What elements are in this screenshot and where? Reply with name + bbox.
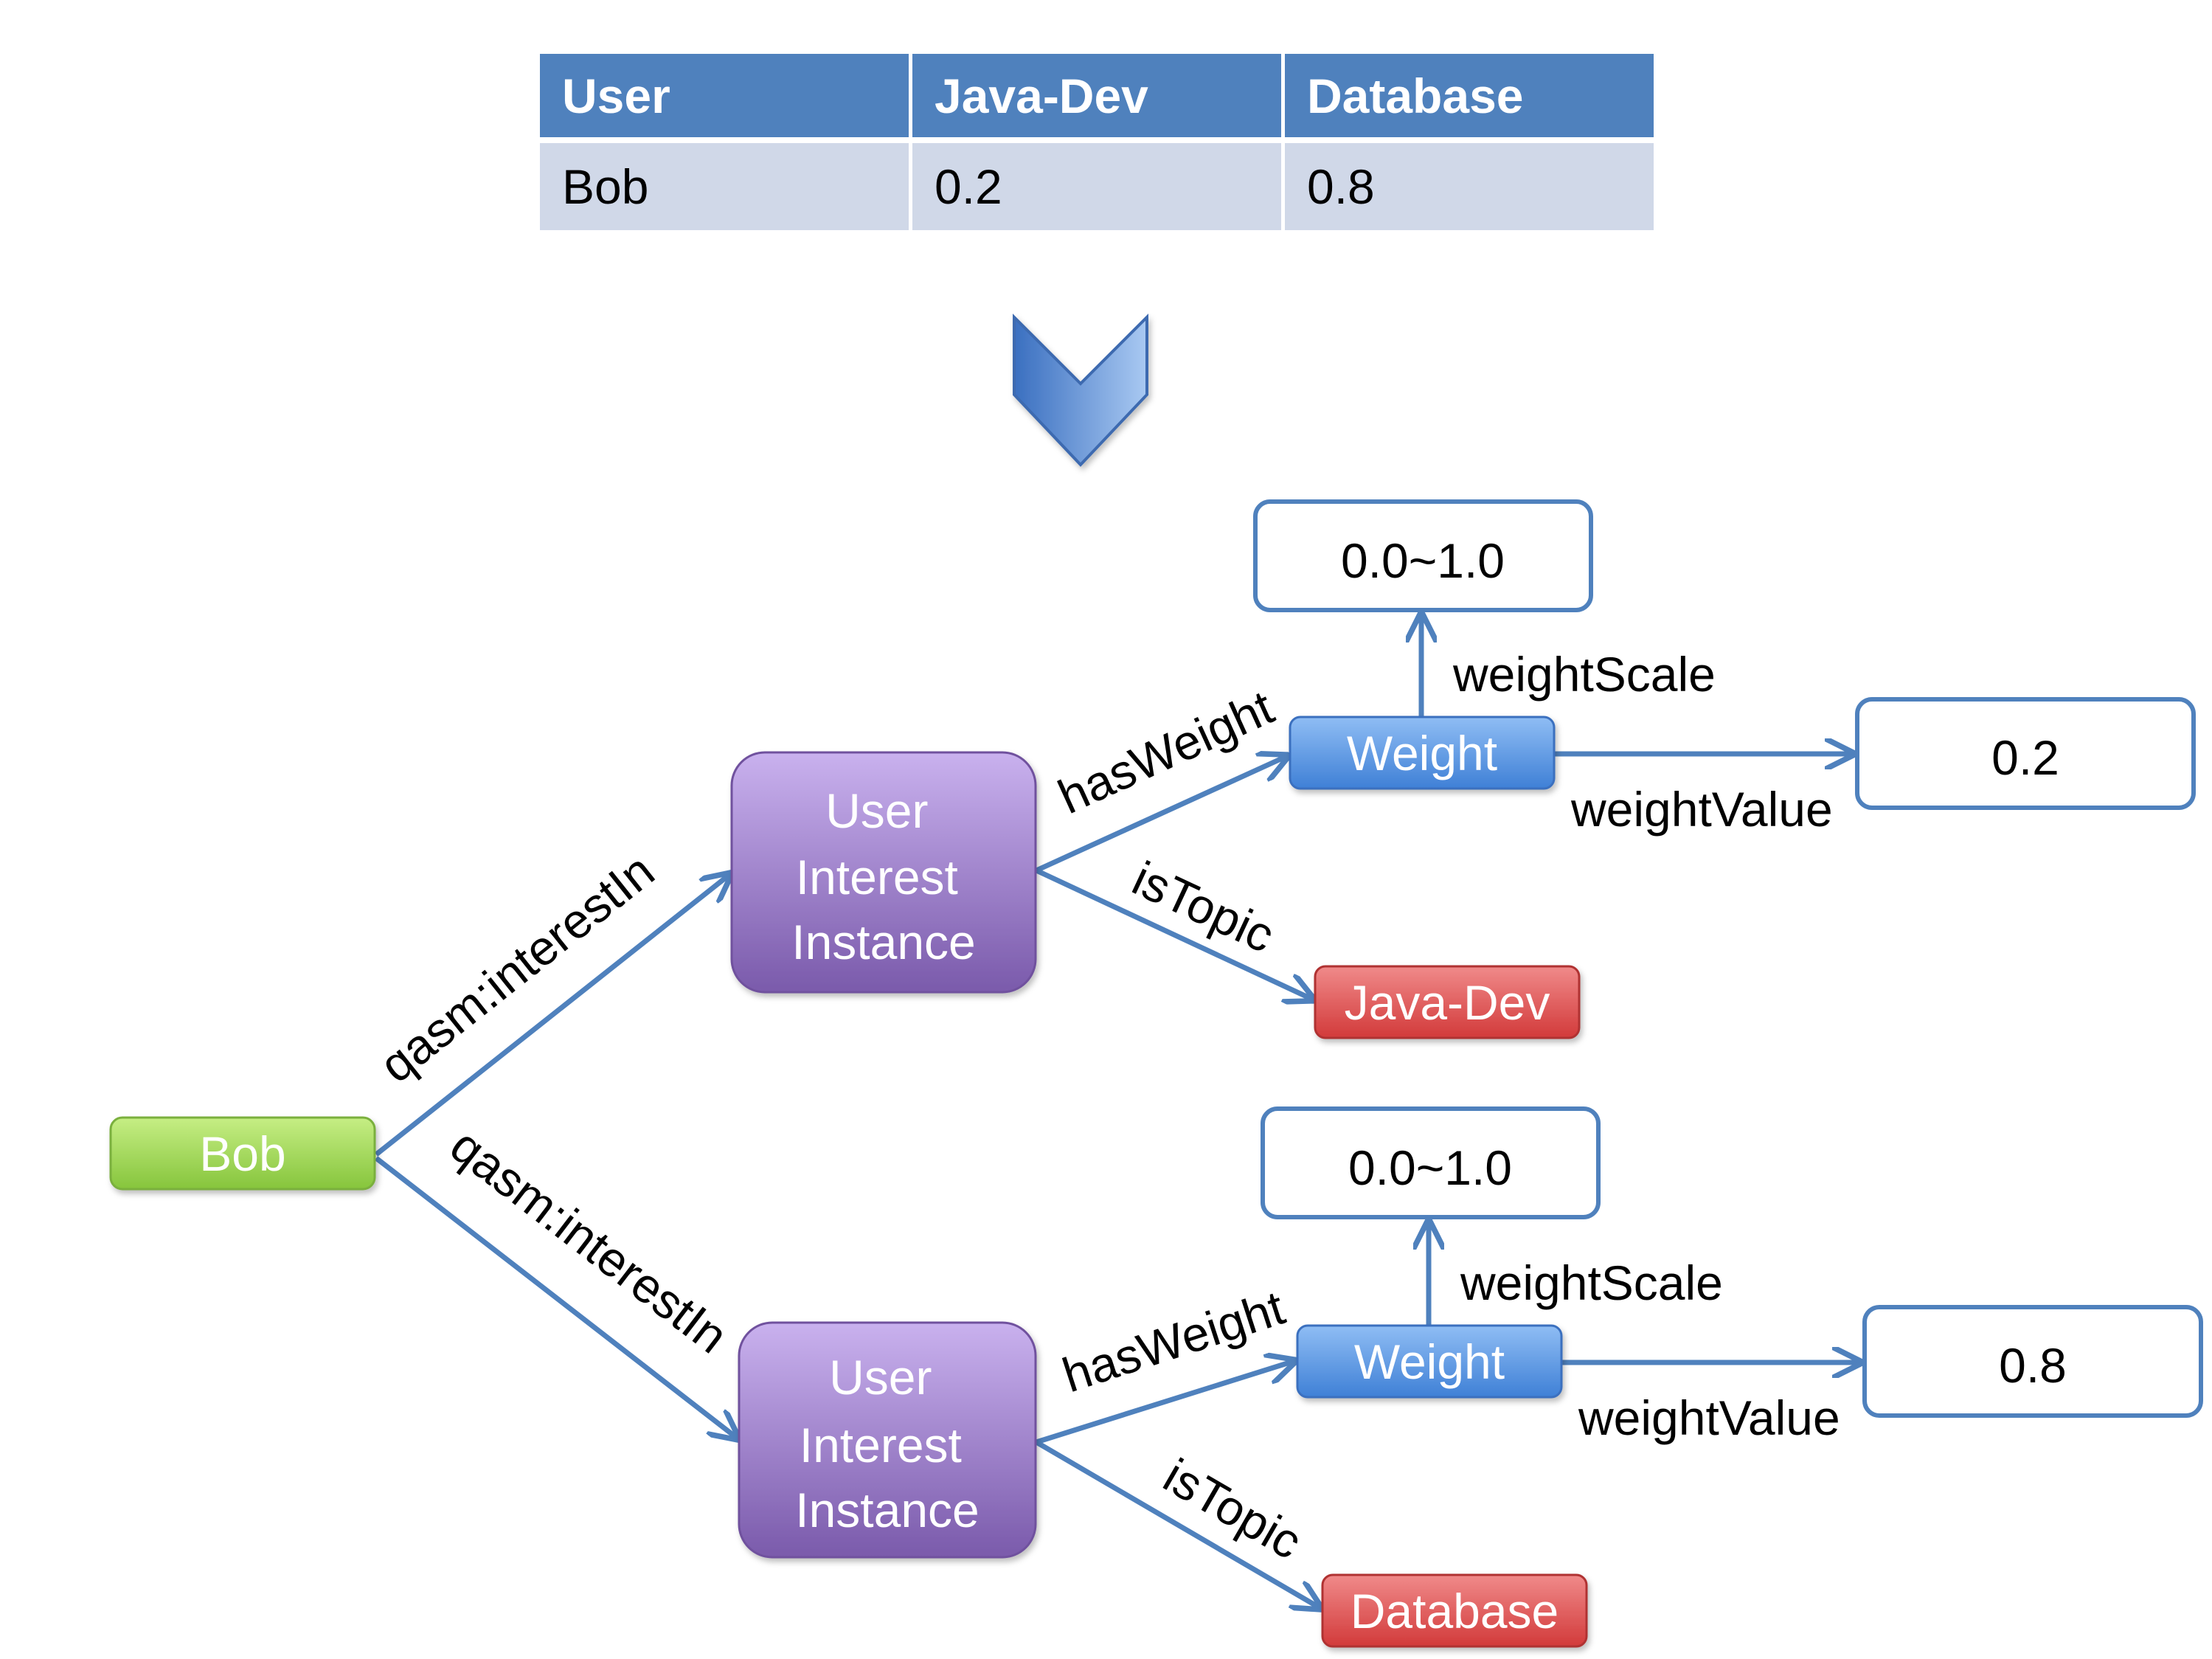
header-user: User xyxy=(540,54,909,143)
literal-scale-1: 0.0~1.0 xyxy=(1253,499,1593,612)
edge-is-topic-2 xyxy=(1035,1439,1320,1608)
weight-1-label: Weight xyxy=(1347,726,1497,780)
edge-interest-in-1 xyxy=(374,874,730,1157)
svg-text:User Interest Inst: User Interest Instance xyxy=(791,783,976,969)
table-row: Bob 0.2 0.8 xyxy=(540,143,1654,230)
edge-is-topic-1 xyxy=(1035,867,1313,1000)
instance-1-line-1: User xyxy=(825,783,928,838)
edge-has-weight-1 xyxy=(1035,756,1287,873)
node-weight-1: Weight xyxy=(1289,716,1556,790)
interest-table: User Java-Dev Database Bob 0.2 0.8 xyxy=(540,54,1654,230)
node-bob-label: Bob xyxy=(199,1126,285,1181)
instance-1-line-3: Instance xyxy=(791,915,976,969)
label-weight-scale-2: weightScale xyxy=(1460,1255,1723,1310)
instance-1-line-2: Interest xyxy=(796,850,958,904)
instance-2-line-1: User xyxy=(829,1350,932,1405)
literal-value-2: 0.8 xyxy=(1862,1305,2203,1418)
literal-value-1: 0.2 xyxy=(1855,697,2196,810)
label-has-weight-1: hasWeight xyxy=(1050,679,1281,824)
literal-scale-2: 0.0~1.0 xyxy=(1261,1106,1601,1219)
node-user-interest-instance-1: User Interest Instance xyxy=(730,751,1037,994)
table-header-row: User Java-Dev Database xyxy=(540,54,1654,143)
edges xyxy=(374,614,1860,1608)
label-has-weight-2: hasWeight xyxy=(1056,1280,1291,1402)
cell-database: 0.8 xyxy=(1281,143,1654,230)
edge-has-weight-2 xyxy=(1035,1361,1294,1445)
topic-1-label: Java-Dev xyxy=(1345,975,1550,1030)
label-weight-value-2: weightValue xyxy=(1578,1390,1840,1445)
label-interest-in-1: qasm:interestIn xyxy=(370,843,664,1093)
node-user-interest-instance-2: User Interest Instance xyxy=(738,1321,1037,1559)
weight-2-label: Weight xyxy=(1354,1334,1505,1389)
instance-2-line-2: Interest xyxy=(800,1418,962,1472)
cell-java-dev: 0.2 xyxy=(909,143,1281,230)
instance-2-line-3: Instance xyxy=(795,1483,980,1537)
node-weight-2: Weight xyxy=(1296,1324,1563,1399)
cell-user: Bob xyxy=(540,143,909,230)
node-topic-java-dev: Java-Dev xyxy=(1314,965,1581,1039)
literal-scale-1-text: 0.0~1.0 xyxy=(1341,533,1505,588)
literal-value-1-text: 0.2 xyxy=(1991,730,2059,785)
svg-text:User Interest Inst: User Interest Instance xyxy=(795,1350,980,1537)
edge-labels: qasm:interestIn qasm:interestIn hasWeigh… xyxy=(370,647,1840,1570)
edge-interest-in-2 xyxy=(374,1156,738,1438)
node-topic-database: Database xyxy=(1321,1573,1588,1648)
label-weight-scale-1: weightScale xyxy=(1452,647,1716,702)
literal-scale-2-text: 0.0~1.0 xyxy=(1348,1140,1512,1195)
literal-value-2-text: 0.8 xyxy=(1999,1338,2067,1393)
topic-2-label: Database xyxy=(1351,1584,1559,1638)
header-java-dev: Java-Dev xyxy=(909,54,1281,143)
label-is-topic-2: isTopic xyxy=(1155,1448,1311,1570)
node-bob: Bob xyxy=(109,1116,376,1191)
label-weight-value-1: weightValue xyxy=(1570,782,1833,837)
header-database: Database xyxy=(1281,54,1654,143)
down-chevron-icon xyxy=(1013,314,1148,467)
